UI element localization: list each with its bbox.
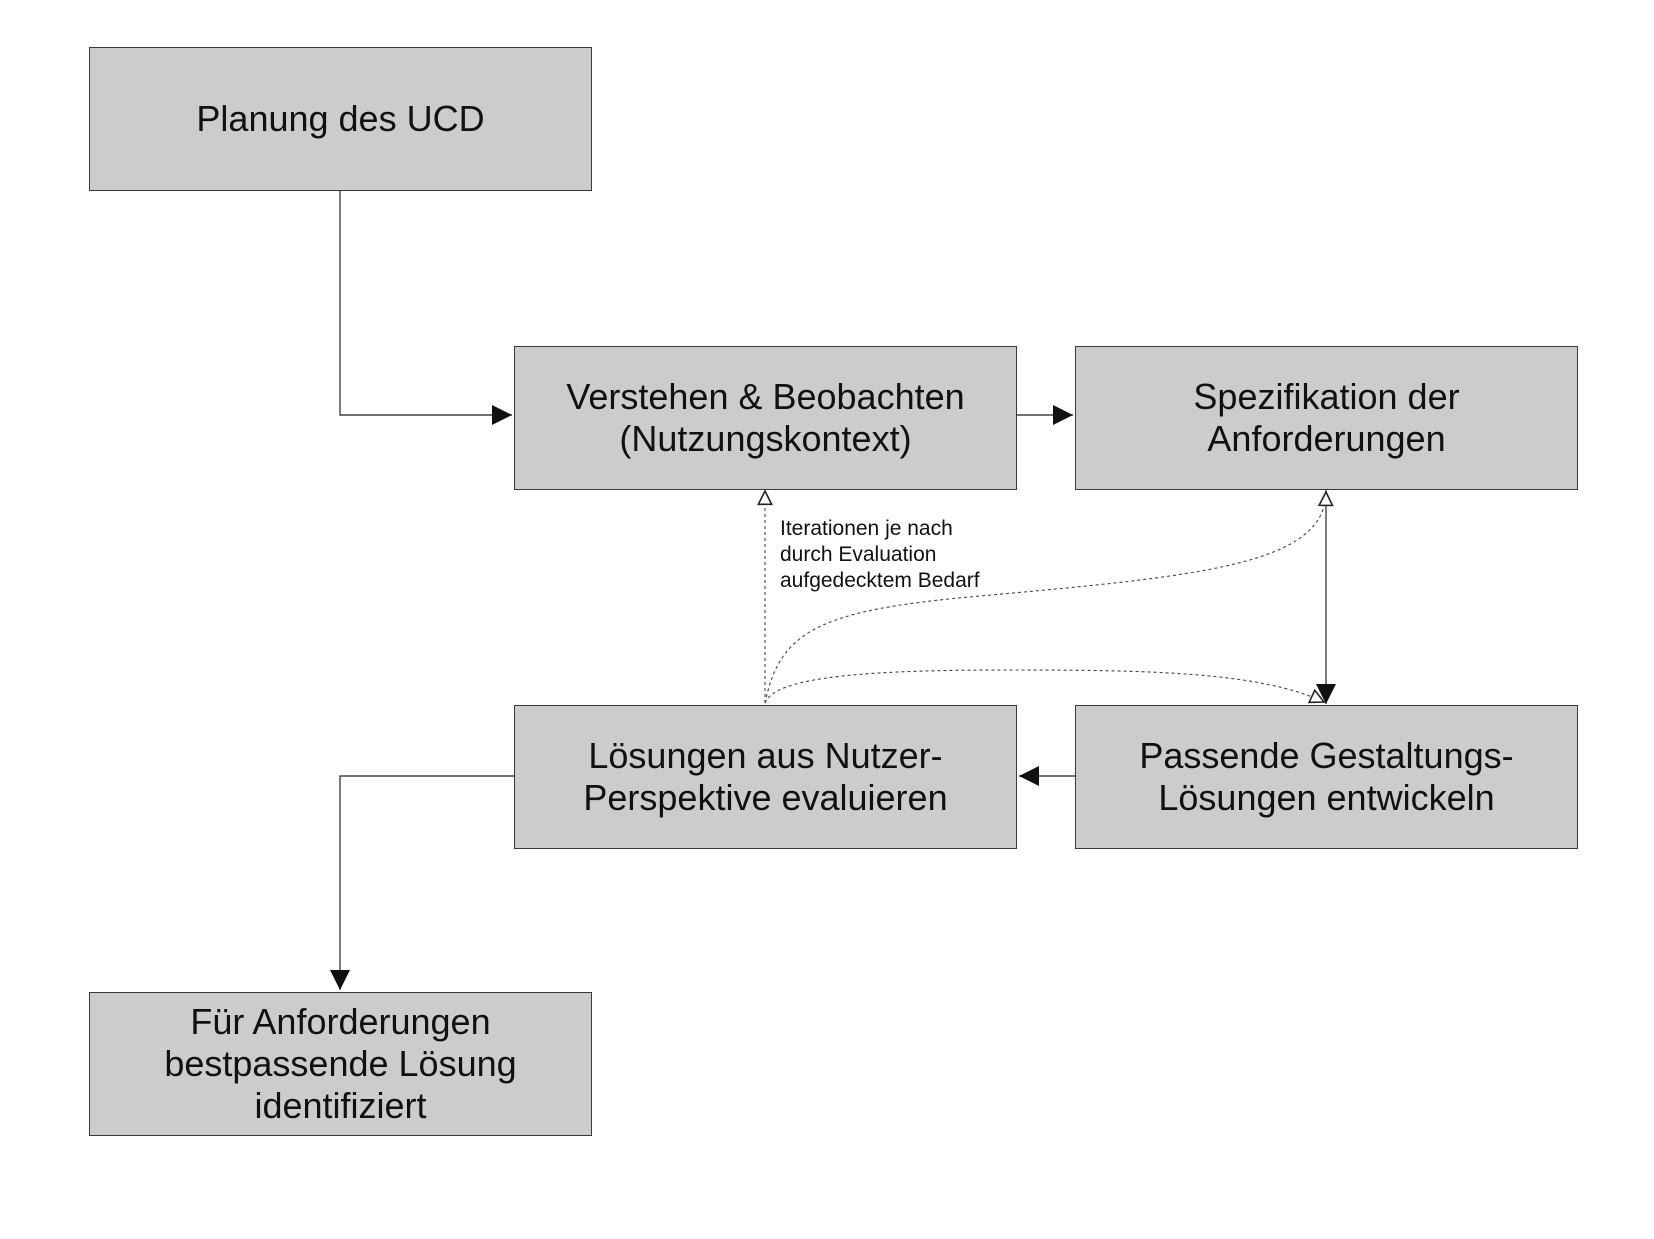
requirements-spec-label: Spezifikation der Anforderungen xyxy=(1193,376,1460,459)
iteration-note: Iterationen je nach durch Evaluation auf… xyxy=(780,517,980,592)
iteration-to-spec xyxy=(764,490,1334,704)
design-solutions-label: Passende Gestaltungs- Lösungen entwickel… xyxy=(1139,735,1514,818)
best-solution-box: Für Anforderungen bestpassende Lösung id… xyxy=(89,992,592,1136)
connector-planning-to-understand xyxy=(339,191,512,425)
best-solution-label: Für Anforderungen bestpassende Lösung id… xyxy=(164,1001,517,1126)
iteration-to-design xyxy=(764,669,1326,704)
connector-evaluate-to-result xyxy=(330,775,514,990)
planning-label: Planung des UCD xyxy=(196,98,485,139)
design-solutions-box: Passende Gestaltungs- Lösungen entwickel… xyxy=(1075,705,1578,849)
understand-observe-label: Verstehen & Beobachten (Nutzungskontext) xyxy=(566,376,965,459)
understand-observe-box: Verstehen & Beobachten (Nutzungskontext) xyxy=(514,346,1017,490)
requirements-spec-box: Spezifikation der Anforderungen xyxy=(1075,346,1578,490)
planning-box: Planung des UCD xyxy=(89,47,592,191)
evaluate-solutions-box: Lösungen aus Nutzer- Perspektive evaluie… xyxy=(514,705,1017,849)
evaluate-solutions-label: Lösungen aus Nutzer- Perspektive evaluie… xyxy=(583,735,948,818)
